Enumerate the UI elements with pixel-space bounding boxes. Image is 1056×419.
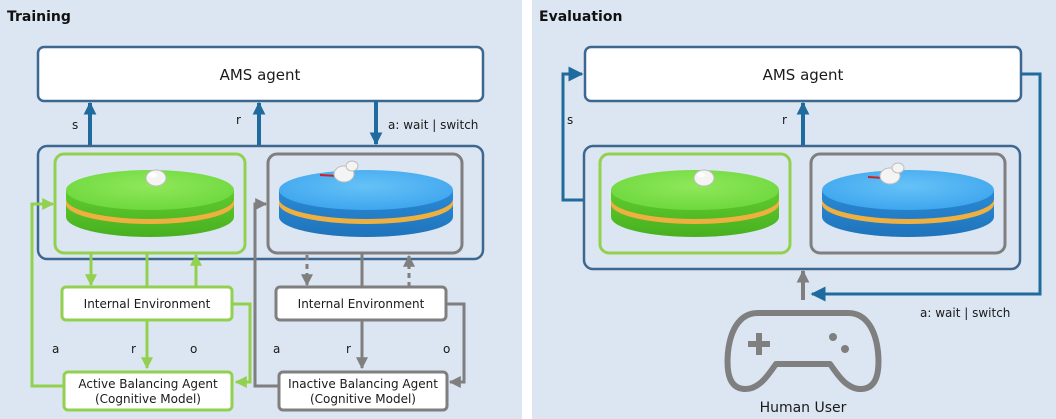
training-inactive-action-arrow xyxy=(253,198,279,388)
evaluation-blue-platform xyxy=(822,170,994,237)
evaluation-state-arrow xyxy=(561,66,584,202)
training-inactive-agent-box xyxy=(277,370,449,412)
evaluation-ball-icon xyxy=(693,169,715,187)
training-tilted-ball-icon xyxy=(319,160,359,183)
training-active-task-box xyxy=(53,152,247,255)
training-state-label: s xyxy=(72,118,78,132)
training-inactive-agent-line2: (Cognitive Model) xyxy=(310,392,416,406)
evaluation-green-platform xyxy=(611,170,779,237)
training-blue-platform xyxy=(279,170,453,237)
evaluation-action-arrow xyxy=(810,72,1042,302)
training-ams-agent-label: AMS agent xyxy=(220,66,301,84)
training-inactive-o-label: o xyxy=(443,342,450,356)
evaluation-environment-container xyxy=(582,144,1022,271)
evaluation-title: Evaluation xyxy=(539,9,622,25)
training-active-action-arrow xyxy=(30,198,64,388)
training-inactive-a-label: a xyxy=(273,342,280,356)
training-ball-icon xyxy=(145,169,167,187)
training-inactive-agent-line1: Inactive Balancing Agent xyxy=(288,377,438,391)
training-active-obs-arrow xyxy=(232,302,252,388)
evaluation-action-label: a: wait | switch xyxy=(920,306,1010,320)
training-active-a-label: a xyxy=(52,342,59,356)
training-inactive-internal-env-label: Internal Environment xyxy=(298,297,425,311)
evaluation-human-user-label: Human User xyxy=(760,400,847,416)
training-title: Training xyxy=(7,9,71,25)
training-inactive-r-label: r xyxy=(346,342,351,356)
evaluation-ams-agent-label: AMS agent xyxy=(763,66,844,84)
training-active-agent-box xyxy=(62,370,234,412)
training-active-o-label: o xyxy=(190,342,197,356)
gamepad-icon xyxy=(724,310,882,392)
evaluation-panel: Evaluation AMS agent s r a: wait | switc… xyxy=(532,0,1056,419)
evaluation-state-label: s xyxy=(567,113,573,127)
training-ams-agent-box xyxy=(36,45,485,103)
training-action-label: a: wait | switch xyxy=(388,118,478,132)
training-active-agent-line1: Active Balancing Agent xyxy=(78,377,218,391)
training-inactive-obs-arrow xyxy=(446,302,466,388)
training-active-internal-env-label: Internal Environment xyxy=(84,297,211,311)
evaluation-active-task-box xyxy=(598,152,792,255)
training-inactive-task-box xyxy=(266,152,464,255)
training-reward-label: r xyxy=(236,113,241,127)
training-panel: Training AMS agent s r a: wait | switch xyxy=(0,0,522,419)
evaluation-inactive-task-box xyxy=(809,152,1007,255)
training-active-r-label: r xyxy=(131,342,136,356)
training-green-platform xyxy=(66,170,234,237)
evaluation-tilted-ball-icon xyxy=(867,162,905,185)
training-active-agent-line2: (Cognitive Model) xyxy=(95,392,201,406)
evaluation-reward-label: r xyxy=(782,113,787,127)
